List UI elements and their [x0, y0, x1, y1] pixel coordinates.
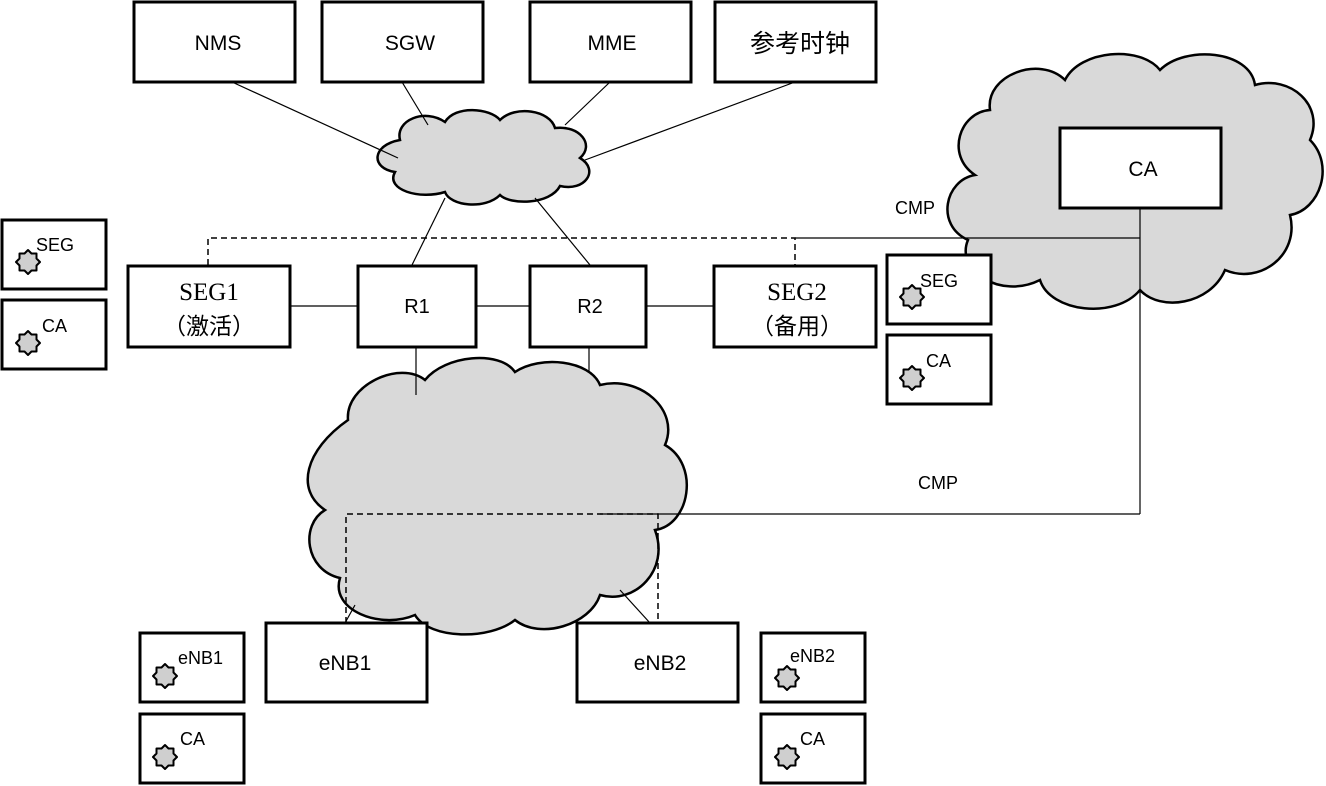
node-seg1: SEG1 （激活）: [126, 264, 292, 349]
cert-box-enb1: eNB1: [138, 631, 246, 704]
cmp-label-bottom: CMP: [918, 473, 958, 493]
link-access-enb2: [619, 589, 651, 624]
seg1-status: （激活）: [163, 313, 255, 339]
ca-label: CA: [1128, 158, 1157, 181]
dashed-enb-link: [345, 513, 659, 623]
cert-enb2-ca-label: CA: [800, 729, 825, 749]
node-mme: MME: [528, 0, 693, 84]
mme-label: MME: [588, 32, 637, 55]
node-sgw: SGW: [320, 0, 485, 84]
seg2-status: （备用）: [751, 313, 843, 339]
r1-label: R1: [404, 296, 430, 318]
link-sgw-core: [401, 81, 429, 126]
cert-right-ca-label: CA: [926, 351, 951, 371]
cert-right-seg-label: SEG: [920, 271, 958, 291]
cert-box-left-ca: CA: [0, 298, 108, 371]
node-r1: R1: [356, 264, 478, 349]
node-enb1: eNB1: [264, 621, 429, 704]
node-ca-server: CA: [1058, 126, 1223, 210]
cert-box-right-ca: CA: [885, 333, 993, 406]
link-mme-core: [564, 81, 611, 126]
cert-box-enb2: eNB2: [759, 631, 867, 704]
cert-left-seg-label: SEG: [36, 235, 74, 255]
certificate-star-icon: [15, 330, 41, 356]
dashed-links: [207, 237, 796, 623]
certificate-star-icon: [152, 663, 178, 689]
cmp-label-top: CMP: [895, 198, 935, 218]
cert-enb1-ca-label: CA: [180, 729, 205, 749]
enb2-label: eNB2: [634, 652, 687, 675]
cert-enb2-label: eNB2: [790, 646, 835, 666]
core-network-cloud: [376, 108, 591, 206]
link-nms-core: [231, 81, 399, 159]
certificate-star-icon: [152, 744, 178, 770]
certificate-star-icon: [899, 365, 925, 391]
certificate-star-icon: [774, 744, 800, 770]
node-seg2: SEG2 （备用）: [712, 264, 878, 349]
cert-box-left-seg: SEG: [0, 218, 108, 291]
cert-left-ca-label: CA: [42, 316, 67, 336]
certificate-star-icon: [774, 665, 800, 691]
cert-box-enb1-ca: CA: [138, 712, 246, 785]
dashed-seg-link: [207, 237, 796, 265]
link-clock-core: [584, 81, 796, 161]
cert-enb1-label: eNB1: [178, 648, 223, 668]
access-network-cloud: [306, 356, 689, 636]
link-core-r2: [534, 197, 591, 266]
seg1-name: SEG1: [179, 279, 239, 306]
link-core-r1: [411, 197, 446, 266]
cert-box-right-seg: SEG: [885, 253, 993, 326]
node-nms: NMS: [132, 0, 297, 84]
node-r2: R2: [528, 264, 648, 349]
cert-box-enb2-ca: CA: [759, 712, 867, 785]
seg2-name: SEG2: [767, 279, 827, 306]
node-reference-clock: 参考时钟: [713, 0, 878, 84]
node-enb2: eNB2: [575, 621, 740, 704]
r2-label: R2: [577, 296, 603, 318]
nms-label: NMS: [195, 32, 242, 55]
clock-label: 参考时钟: [750, 30, 850, 58]
enb1-label: eNB1: [319, 652, 372, 675]
connection-lines: [231, 81, 1141, 624]
sgw-label: SGW: [385, 32, 435, 55]
